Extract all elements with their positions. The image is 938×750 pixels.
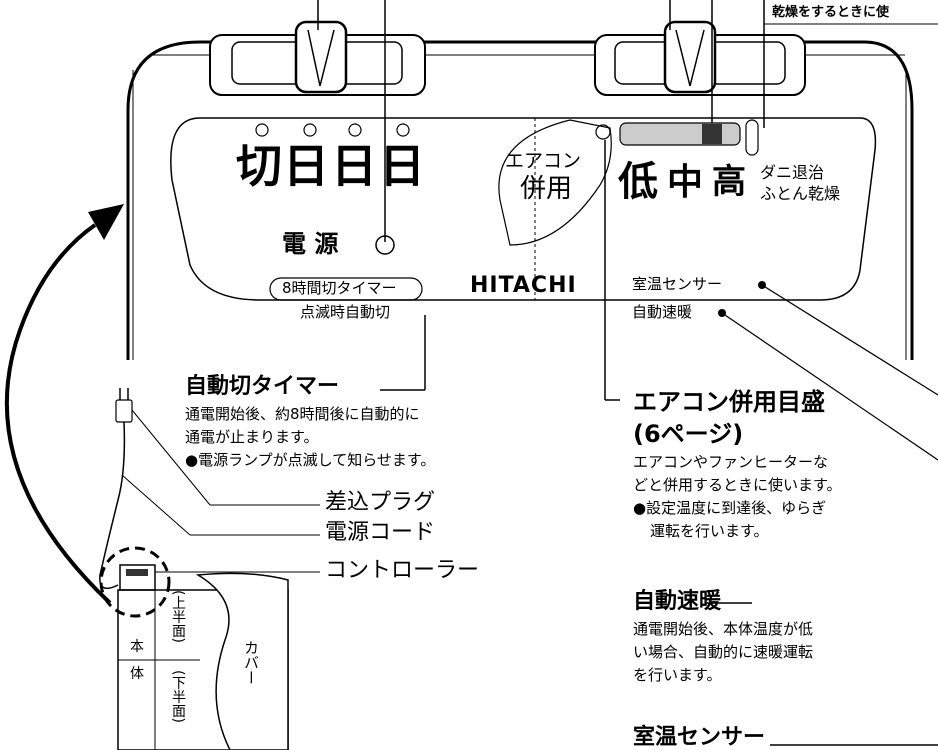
- power-lamp: [375, 235, 395, 255]
- auto-timer-line-1: 通電開始後、約8時間後に自動的に: [185, 405, 420, 423]
- level-low: 低: [618, 159, 658, 205]
- level-high: 高: [712, 162, 746, 202]
- auto-timer-line-2: 通電が止まります。: [185, 428, 319, 446]
- cover-label: カバー: [242, 640, 260, 685]
- switch-label-1: 日: [283, 139, 329, 193]
- cover-sheet: [195, 572, 289, 750]
- auto-quick-line-1: 通電開始後、本体温度が低: [633, 620, 814, 638]
- auto-quick-line-2: い場合、自動的に速暖運転: [633, 643, 814, 661]
- auto-timer-title: 自動切タイマー: [185, 374, 340, 399]
- auto-quick-label: 自動速暖: [632, 303, 693, 321]
- cord-label: 電源コード: [325, 520, 436, 545]
- controller-label: コントローラー: [325, 558, 480, 583]
- dani-label-2: ふとん乾燥: [760, 184, 841, 203]
- auto-timer-line-3: ●電源ランプが点滅して知らせます。: [185, 451, 436, 469]
- power-cord: [99, 421, 126, 590]
- arrow-curve: [4, 223, 112, 605]
- aircon-scale-line-2: どと併用するときに使います。: [633, 476, 842, 494]
- dani-label-1: ダニ退治: [760, 163, 825, 182]
- plug-icon: [115, 388, 133, 423]
- aircon-label-1: エアコン: [505, 150, 582, 172]
- blink-label: 点滅時自動切: [300, 303, 391, 321]
- aircon-zone-shape: [498, 119, 612, 246]
- plug-label: 差込プラグ: [325, 490, 436, 515]
- level-mid: 中: [667, 162, 704, 203]
- auto-quick-title: 自動速暖: [633, 589, 722, 614]
- aircon-scale-line-4: 運転を行います。: [650, 522, 769, 540]
- switch-label-off: 切: [236, 139, 282, 193]
- switch-label-3: 日: [379, 139, 425, 193]
- arrow-head-icon: [88, 204, 124, 240]
- aircon-scale-line-3: ●設定温度に到達後、ゆらぎ: [633, 499, 827, 517]
- power-label: 電 源: [282, 230, 339, 258]
- top-note: 乾燥をするときに使: [772, 5, 890, 20]
- control-panel-face: [170, 117, 877, 301]
- aircon-scale-title-2: (6ページ): [633, 420, 744, 448]
- left-slider-knob: [209, 20, 426, 96]
- switch-label-2: 日: [331, 139, 377, 193]
- right-slider-knob: [594, 20, 806, 96]
- auto-quick-line-3: を行います。: [633, 666, 722, 684]
- timer-label: 8時間切タイマー: [282, 279, 397, 297]
- lower-face-label: (下半面): [170, 670, 186, 723]
- hontai-char-2: 体: [130, 666, 144, 682]
- room-sensor-title: 室温センサー: [633, 725, 766, 750]
- hontai-char-1: 本: [130, 639, 144, 655]
- aircon-scale-title-1: エアコン併用目盛: [633, 388, 825, 416]
- room-sensor-label: 室温センサー: [632, 275, 723, 293]
- aircon-scale-line-1: エアコンやファンヒーターな: [633, 453, 829, 471]
- upper-face-label: (上半面): [170, 590, 186, 643]
- aircon-label-2: 併用: [520, 174, 573, 204]
- brand-logo: HITACHI: [470, 273, 577, 298]
